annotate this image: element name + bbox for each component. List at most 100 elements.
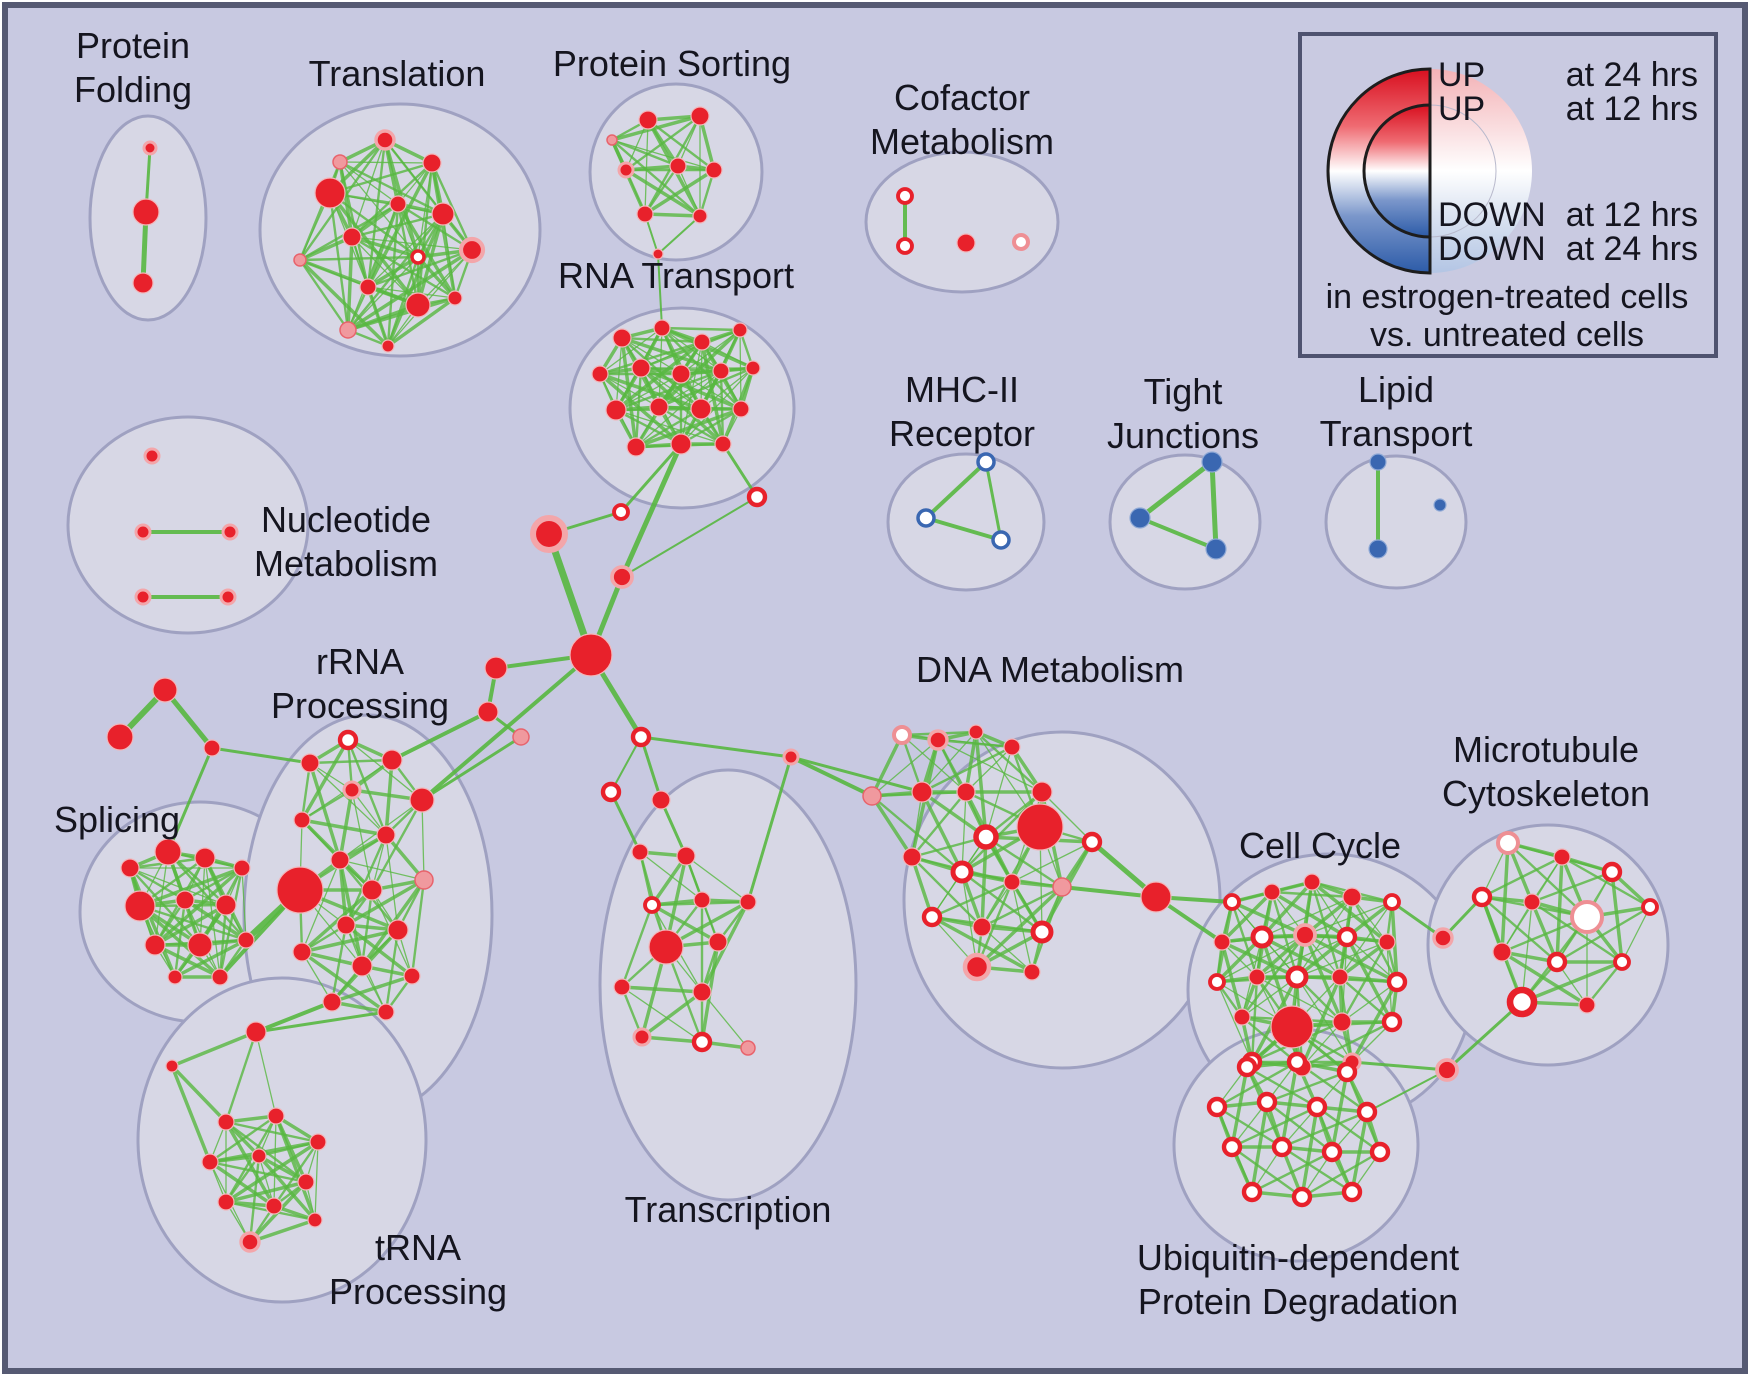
node-tj0 [1201,451,1223,473]
edge [224,1154,261,1204]
edge [1521,901,1533,1003]
node-dna [1003,873,1021,891]
edge [387,249,473,347]
node-dna [972,917,992,937]
node-cchub [1270,1005,1314,1049]
edge [634,407,743,449]
node-b7 [512,728,530,746]
cluster-translation-ellipse [258,102,542,358]
edge [367,213,444,288]
edge [338,160,445,216]
node-m10 [1506,986,1538,1018]
node-b5 [484,656,508,680]
edge [258,1155,275,1207]
edge [351,139,386,238]
node-translation [381,339,395,353]
edge [1256,936,1348,978]
edge [421,799,425,881]
edge [615,373,682,411]
edge [910,790,968,859]
node-ub [1206,1096,1228,1118]
edge [1300,1150,1382,1199]
node-b16 [203,739,221,757]
cluster-mhc-ii-receptor-label: Receptor [889,413,1035,454]
node-b11 [782,748,800,766]
edge [173,938,248,979]
edge [1041,791,1093,843]
edge [1520,960,1624,1004]
node-rrna [403,967,421,985]
edge [338,160,370,289]
node-c14 [1386,971,1408,993]
node-rna15 [714,435,732,453]
edge [680,367,754,445]
node-b2 [529,514,569,554]
edge [1137,459,1215,521]
node-cc [1332,1012,1352,1032]
edge [961,871,978,968]
node-cc [1233,1008,1251,1026]
edge [210,746,312,765]
node-ub [1341,1181,1363,1203]
cluster-cofactor-metabolism-label: Metabolism [870,121,1054,162]
edge [183,866,244,902]
edge [1445,1000,1524,1072]
edge [1215,1060,1299,1109]
edge [974,730,988,839]
node-rrna [336,915,356,935]
edge [1310,880,1342,979]
cluster-cofactor-metabolism-label: Cofactor [894,77,1030,118]
edge [961,791,967,873]
cluster-lipid-transport-ellipse [1324,454,1468,590]
node-trna [265,1197,283,1215]
edge [416,212,445,307]
edge [1138,516,1218,551]
node-rrna [342,780,362,800]
edge [620,985,704,994]
edge [1300,1020,1394,1069]
node-c0 [1223,893,1241,911]
edge [634,407,703,449]
cluster-ubiquitin-degradation-label: Protein Degradation [1138,1281,1458,1322]
node-c4 [1383,893,1401,911]
node-dna [921,906,943,928]
node-rr4 [409,787,435,813]
edge [679,407,743,446]
edge [224,1114,278,1204]
edge [1265,1070,1349,1104]
edge [1261,896,1353,938]
edge [416,255,457,300]
edge [218,866,244,979]
edge [610,138,680,168]
node-b3 [610,565,634,589]
edge [241,867,247,941]
node-rna [745,360,761,376]
edge [344,878,426,927]
node-t4 [739,893,757,911]
node-translation [342,227,362,247]
edge [624,114,702,172]
cluster-ellipses-layer [66,82,1670,1304]
edge [1296,941,1388,978]
node-tr [613,978,631,996]
edge [1060,885,1158,899]
legend: UP at 24 hrs UP at 12 hrs DOWN at 12 hrs… [1298,32,1718,358]
edge [339,859,425,881]
node-translation [405,292,431,318]
node-trna [239,1231,261,1253]
node-d5 [911,781,933,803]
node-rna [649,397,669,417]
edge [1256,976,1343,1023]
legend-down-12-time: at 12 hrs [1566,196,1698,234]
edge [224,1030,258,1124]
node-translation [359,278,377,296]
cluster-mhc-ii-receptor-label: MHC-II [905,369,1019,410]
edge [309,762,387,836]
legend-note-line1: in estrogen-treated cells [1326,278,1689,316]
node-spl [233,859,251,877]
legend-note-line2: vs. untreated cells [1370,316,1644,354]
edge [598,340,704,376]
node-translation [431,202,455,226]
node-ub [1241,1181,1263,1203]
node-trna [297,1173,315,1191]
